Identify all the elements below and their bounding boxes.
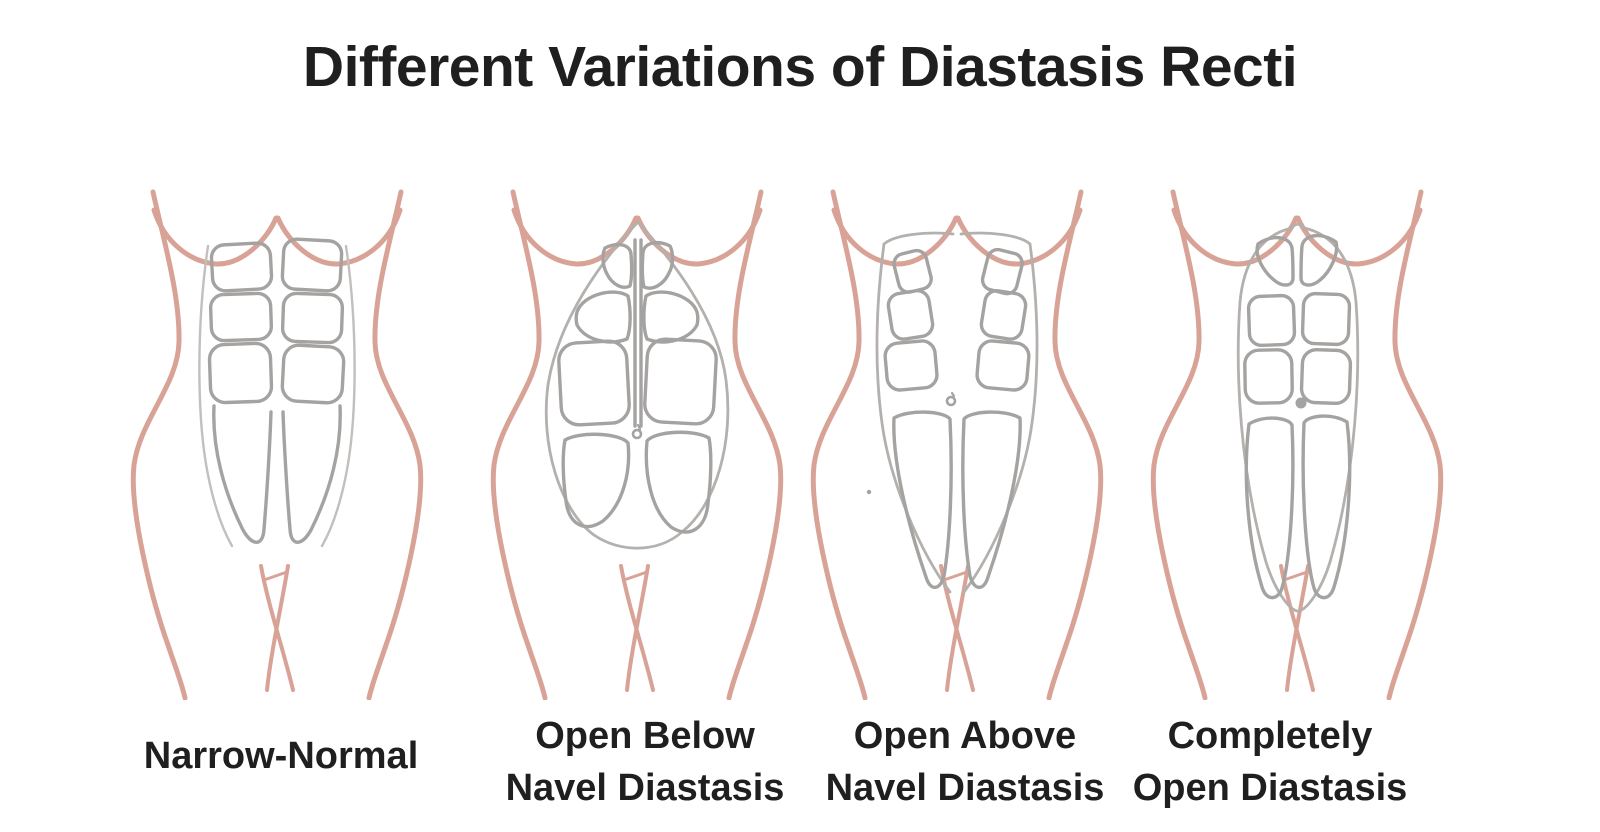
caption-narrow-normal: Narrow-Normal	[116, 730, 446, 782]
caption-line: Navel Diastasis	[825, 767, 1105, 809]
caption-open-below-navel: Open Below Navel Diastasis	[480, 710, 810, 814]
caption-line: Open Above	[853, 715, 1077, 757]
caption-line: Completely	[1167, 715, 1373, 757]
navel-mark	[631, 423, 643, 440]
caption-line: Open Below	[535, 715, 755, 757]
rectus-abdominis-muscles	[544, 220, 730, 550]
stray-dot	[866, 489, 872, 495]
torso-illustration-completely-open	[1132, 180, 1462, 700]
caption-completely-open: Completely Open Diastasis	[1105, 710, 1435, 814]
caption-line: Open Diastasis	[1132, 767, 1408, 809]
page-title: Different Variations of Diastasis Recti	[302, 35, 1298, 99]
female-torso-outline	[133, 192, 420, 698]
torso-illustration-open-below-navel	[472, 180, 802, 700]
caption-open-above-navel: Open Above Navel Diastasis	[800, 710, 1130, 814]
navel-mark	[1295, 397, 1307, 409]
torso-illustration-open-above-navel	[792, 180, 1122, 700]
rectus-abdominis-muscles	[198, 237, 356, 548]
female-torso-outline	[813, 192, 1100, 698]
caption-line: Navel Diastasis	[505, 767, 785, 809]
rectus-abdominis-muscles	[866, 231, 1039, 594]
rectus-abdominis-muscles	[1236, 222, 1360, 613]
navel-mark	[945, 391, 957, 407]
female-torso-outline	[1153, 192, 1440, 698]
torso-illustration-narrow-normal	[112, 180, 442, 700]
caption-line: Narrow-Normal	[143, 735, 419, 777]
female-torso-outline	[493, 192, 780, 698]
